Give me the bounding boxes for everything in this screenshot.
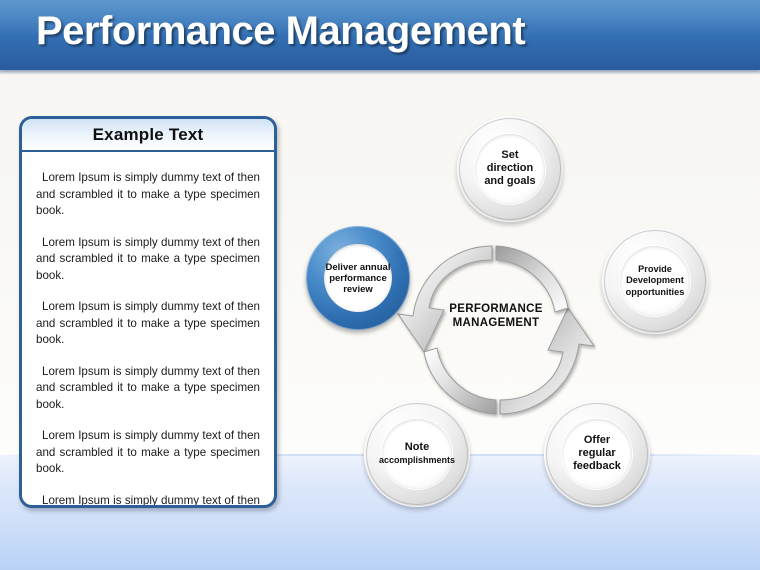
callout-inner-disc: Deliver annual performance review <box>324 244 392 312</box>
performance-management-diagram: Set direction and goals Provide Developm… <box>290 100 750 520</box>
node-label: Note accomplishments <box>375 441 459 467</box>
slide-header: Performance Management <box>0 0 760 70</box>
panel-paragraph: Lorem Ipsum is simply dummy text of then… <box>36 171 260 217</box>
node-label-line2: and goals <box>484 175 536 188</box>
callout-label: Deliver annual performance review <box>326 262 391 295</box>
panel-paragraph: Lorem Ipsum is simply dummy text of then… <box>36 235 260 282</box>
node-label-line1: Provide <box>638 263 672 274</box>
callout-label-line3: review <box>343 283 373 295</box>
diagram-callout-deliver-review[interactable]: Deliver annual performance review <box>306 226 410 330</box>
callout-ring: Deliver annual performance review <box>306 226 410 330</box>
node-inner-disc: Note accomplishments <box>379 419 455 489</box>
cycle-arrow-right <box>499 307 596 415</box>
panel-paragraph: Lorem Ipsum is simply dummy text of then… <box>36 429 260 475</box>
node-label: Offer regular feedback <box>562 434 632 473</box>
cycle-arrow-svg <box>396 245 596 415</box>
node-inner-disc: Offer regular feedback <box>562 419 632 489</box>
diagram-node-note-accomplishments[interactable]: Note accomplishments <box>364 401 470 507</box>
panel-paragraph: Lorem Ipsum is simply dummy text of then… <box>36 364 260 411</box>
cycle-arc-upper-right <box>495 245 569 313</box>
callout-label-line2: performance <box>329 272 387 284</box>
node-label-line2: accomplishments <box>378 454 456 465</box>
center-label-line2: MANAGEMENT <box>452 317 540 329</box>
header-underline <box>0 70 760 74</box>
panel-paragraph: Lorem Ipsum is simply dummy text of then… <box>42 493 260 507</box>
node-label-line1: Set direction <box>486 149 534 175</box>
node-label-line1: Note <box>404 440 430 453</box>
cycle-arrow-left <box>396 245 493 353</box>
node-inner-disc: Provide Development opportunities <box>620 246 690 316</box>
callout-label-line1: Deliver annual <box>325 261 391 273</box>
node-label-line1: Offer regular <box>578 434 616 460</box>
page-title: Performance Management <box>36 9 526 53</box>
node-label: Provide Development opportunities <box>622 264 689 299</box>
node-label-line2: feedback <box>573 460 621 473</box>
node-inner-disc: Set direction and goals <box>475 134 545 204</box>
panel-title: Example Text <box>92 124 204 144</box>
diagram-node-set-direction[interactable]: Set direction and goals <box>457 116 563 222</box>
center-label-line1: PERFORMANCE <box>449 303 543 315</box>
diagram-node-offer-feedback[interactable]: Offer regular feedback <box>544 401 650 507</box>
node-label: Set direction and goals <box>475 149 545 188</box>
center-label: PERFORMANCE MANAGEMENT <box>396 302 596 330</box>
panel-body: Lorem Ipsum is simply dummy text of then… <box>22 152 274 507</box>
panel-header: Example Text <box>22 119 274 152</box>
panel-paragraph: Lorem Ipsum is simply dummy text of then… <box>36 300 260 346</box>
cycle-arc-lower-left <box>423 347 497 415</box>
center-cycle-arrows: PERFORMANCE MANAGEMENT <box>396 240 596 420</box>
example-text-panel: Example Text Lorem Ipsum is simply dummy… <box>19 116 277 508</box>
node-label-line3: opportunities <box>625 286 685 297</box>
node-label-line2: Development <box>626 275 684 286</box>
diagram-node-provide-development[interactable]: Provide Development opportunities <box>602 228 708 334</box>
